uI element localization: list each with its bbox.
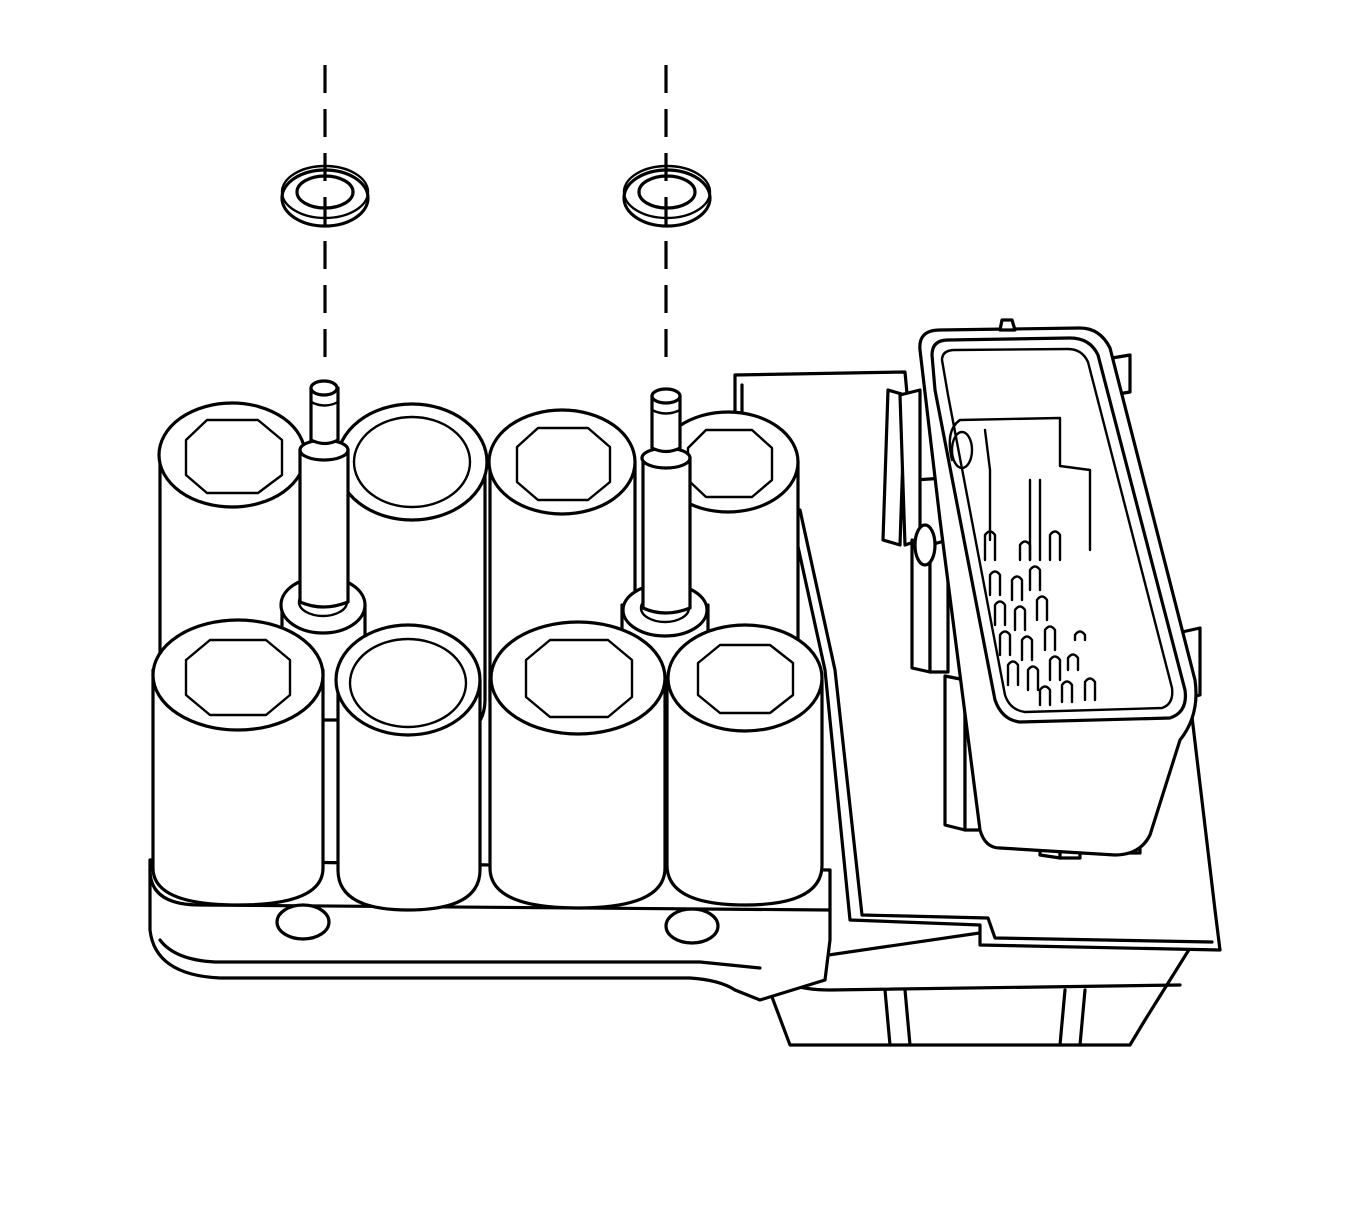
connector-inner-wall [958,416,1092,552]
octagon-nut-icon [184,418,284,495]
solenoid-front-3 [488,620,667,910]
base-plate-top-edge [148,868,832,912]
octagon-nut-icon [515,426,612,502]
housing-skirt-rib-3 [1058,988,1067,1047]
solenoid-front-1 [151,618,325,907]
base-plate-bottom-edge [158,938,762,970]
connector-inner-wall [983,428,992,542]
housing-skirt-rib-1 [883,988,892,1047]
connector-peg [913,523,937,567]
mounting-hole-left [275,903,331,941]
connector-opening-rim [940,347,1174,714]
connector-inner-wall [948,418,962,462]
connector-latch-hole [950,430,974,470]
octagon-nut-icon [524,638,634,719]
connector-top-tab [998,318,1017,332]
solenoid-front-2 [334,623,482,912]
base-plate [148,858,832,1002]
housing-skirt-rib-2 [903,988,912,1047]
electrical-connector [881,318,1202,860]
octagon-nut-icon [696,643,795,715]
connector-rib [898,388,922,547]
connector-terminals [983,530,1097,707]
octagon-nut-icon [184,638,292,717]
mounting-hole-right [664,907,720,945]
solenoid-front-4 [665,623,824,907]
housing-skirt-rib-4 [1078,988,1087,1047]
